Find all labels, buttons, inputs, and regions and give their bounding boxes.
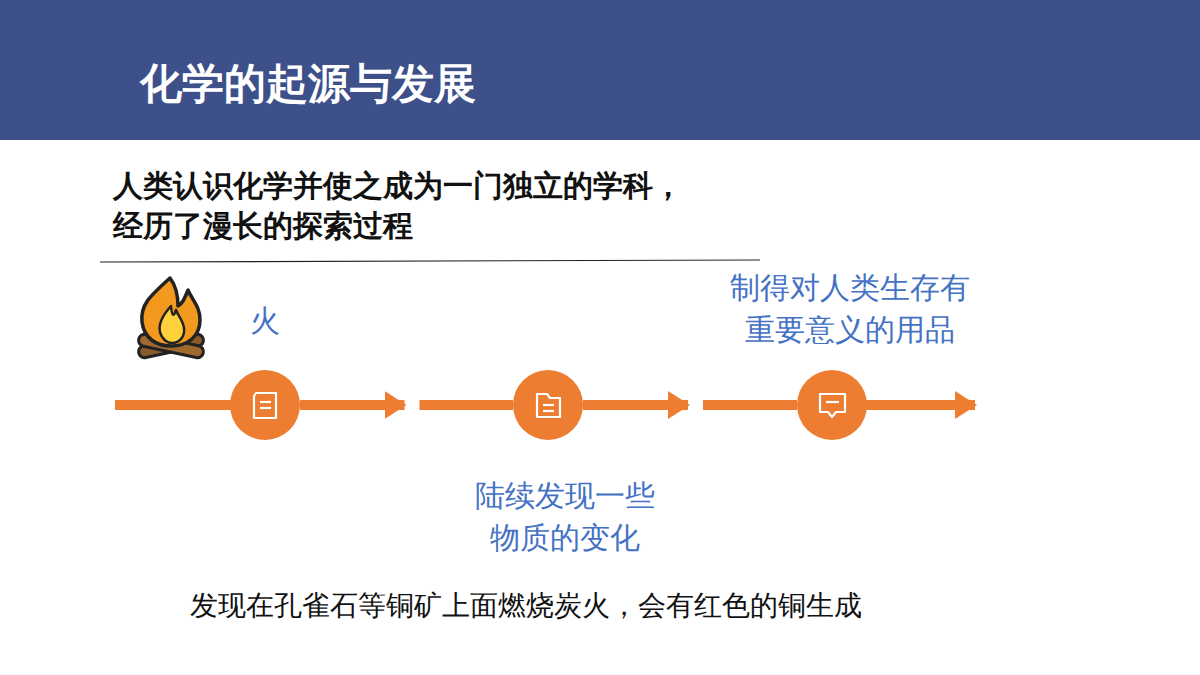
divider-line	[100, 260, 760, 262]
timeline-arrow	[300, 405, 513, 406]
stage-label: 陆续发现一些 物质的变化	[468, 475, 663, 559]
timeline-circle: 制得对人类生存有 重要意义的用品	[797, 370, 867, 440]
page-title: 化学的起源与发展	[140, 58, 476, 110]
arrow-shaft	[703, 400, 797, 410]
message-icon	[820, 394, 845, 417]
lead-line	[115, 400, 232, 410]
trail-arrow	[865, 400, 975, 410]
arrow-shaft	[583, 400, 688, 410]
fire-icon	[137, 278, 204, 359]
stage-label: 制得对人类生存有 重要意义的用品	[723, 267, 978, 351]
timeline-circle: 陆续发现一些 物质的变化	[513, 370, 583, 440]
stage-label: 火	[220, 300, 310, 342]
arrow-shaft	[420, 400, 514, 410]
subtitle-text: 人类认识化学并使之成为一门独立的学科， 经历了漫长的探索过程	[113, 166, 703, 246]
document-icon	[254, 393, 276, 418]
timeline-arrow	[583, 405, 797, 406]
note-text: 发现在孔雀石等铜矿上面燃烧炭火，会有红色的铜生成	[190, 587, 862, 625]
folder-icon	[537, 394, 560, 417]
timeline-circle: 火	[230, 370, 300, 440]
arrow-shaft	[300, 400, 405, 410]
